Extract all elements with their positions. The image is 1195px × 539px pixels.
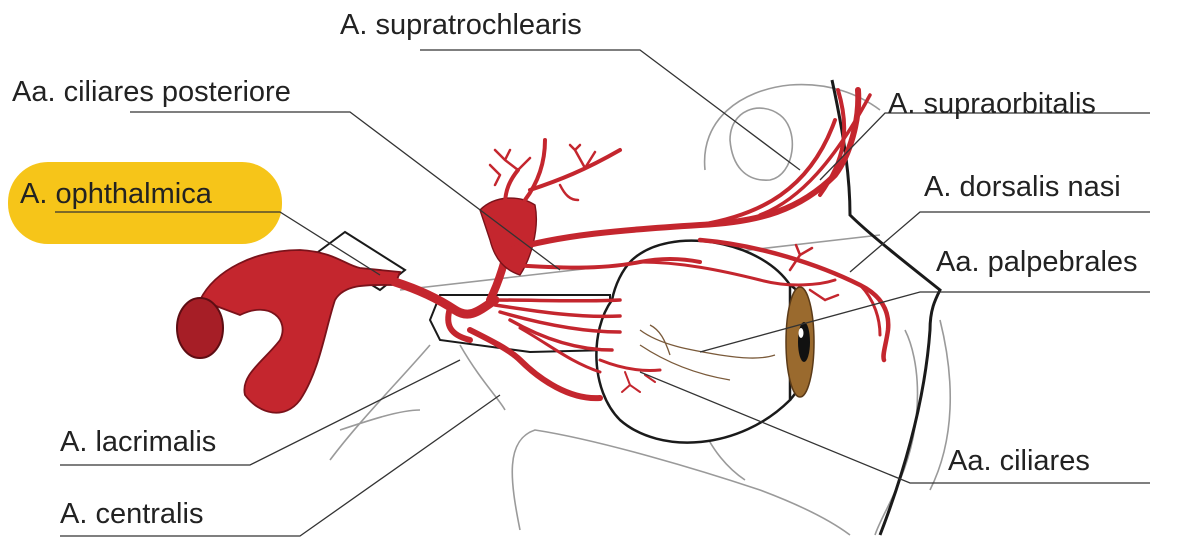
label-lacrimalis: A. lacrimalis [60,428,216,457]
label-supraorbitalis: A. supraorbitalis [888,90,1096,119]
eyeball [596,241,814,443]
carotid-artery [177,250,400,413]
label-ciliares: Aa. ciliares [948,447,1090,476]
label-supratrochlearis: A. supratrochlearis [340,11,582,40]
label-palpebrales: Aa. palpebrales [936,248,1138,277]
label-dorsalis-nasi: A. dorsalis nasi [924,173,1121,202]
label-ophthalmica: A. ophthalmica [20,180,212,209]
label-ciliares-posteriore: Aa. ciliares posteriore [12,78,291,107]
pupil [798,322,810,362]
label-centralis: A. centralis [60,500,203,529]
